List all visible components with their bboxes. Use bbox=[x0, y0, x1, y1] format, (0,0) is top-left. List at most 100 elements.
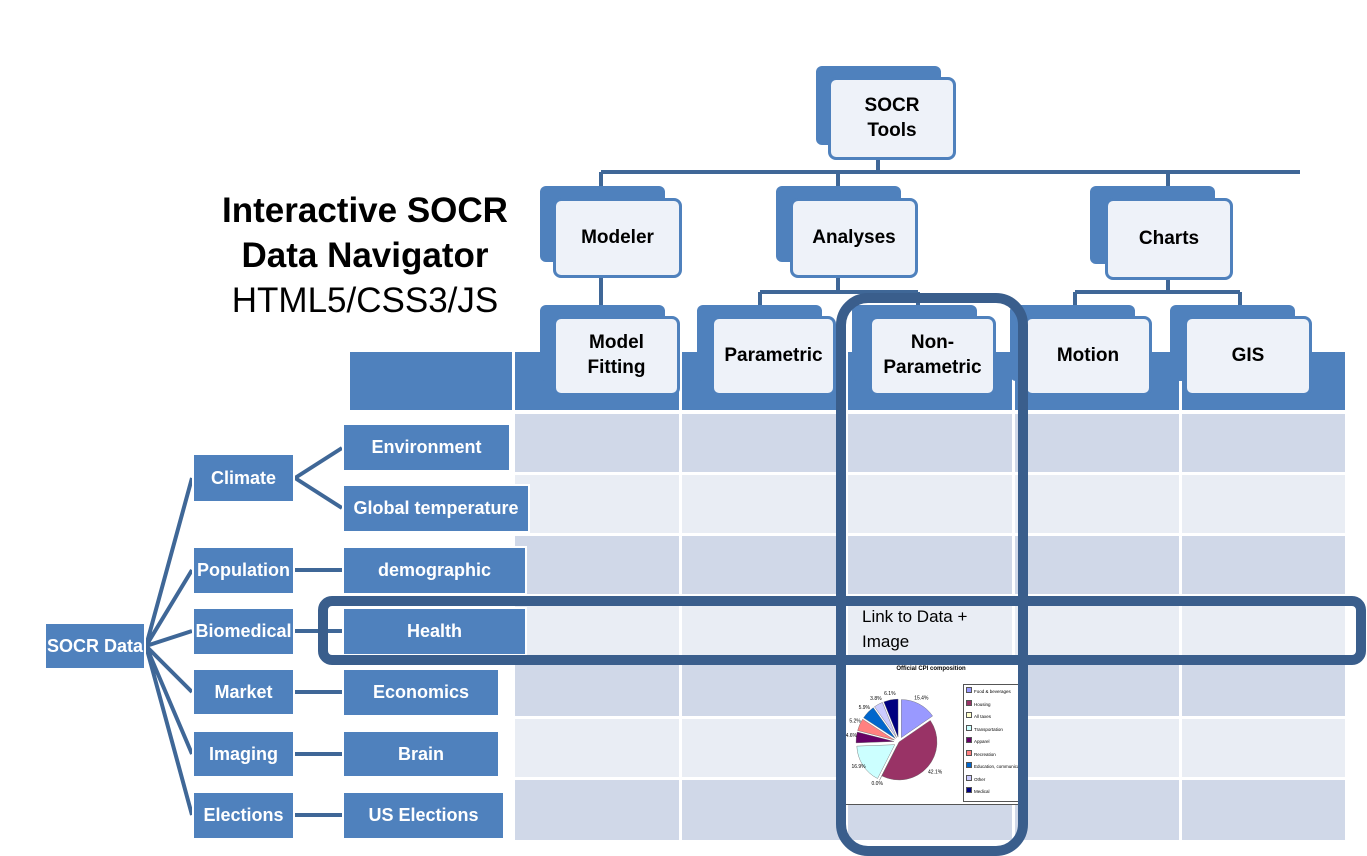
box-biomedical[interactable]: Biomedical bbox=[192, 607, 295, 656]
legend-entry: Apparel bbox=[966, 737, 1018, 750]
grid-cell[interactable] bbox=[1182, 719, 1345, 777]
grid-cell[interactable] bbox=[682, 536, 845, 594]
pie-slice bbox=[881, 720, 938, 781]
legend-label: Recreation bbox=[974, 751, 996, 757]
grid-cell[interactable] bbox=[848, 414, 1012, 472]
cpi-chart-thumbnail[interactable]: Official CPI composition 15.4%42.1%0.0%1… bbox=[836, 661, 1026, 805]
grid-cell[interactable] bbox=[515, 475, 679, 533]
pie-data-label: 16.9% bbox=[851, 764, 866, 770]
legend-swatch bbox=[966, 762, 972, 768]
grid-cell[interactable] bbox=[1015, 475, 1179, 533]
box-environment[interactable]: Environment bbox=[342, 423, 511, 472]
legend-swatch bbox=[966, 712, 972, 718]
legend-label: Housing bbox=[974, 701, 991, 707]
legend-entry: Education, communication bbox=[966, 762, 1018, 775]
grid-cell[interactable] bbox=[515, 780, 679, 840]
pie-slice bbox=[855, 731, 895, 744]
legend-entry: Other bbox=[966, 774, 1018, 788]
pie-data-label: 0.0% bbox=[872, 781, 884, 787]
grid-cell[interactable] bbox=[682, 475, 845, 533]
node-label: Motion bbox=[1024, 316, 1152, 396]
row-highlight bbox=[318, 596, 1366, 665]
grid-cell[interactable] bbox=[682, 719, 845, 777]
box-climate[interactable]: Climate bbox=[192, 453, 295, 503]
pie-data-label: 6.1% bbox=[884, 691, 896, 697]
node-label: Analyses bbox=[790, 198, 918, 278]
node-label: Parametric bbox=[711, 316, 836, 396]
grid-cell[interactable] bbox=[1015, 658, 1179, 716]
grid-cell[interactable] bbox=[515, 658, 679, 716]
grid-cell[interactable] bbox=[682, 658, 845, 716]
legend-entry: Transportation bbox=[966, 724, 1018, 738]
grid-cell[interactable] bbox=[1015, 597, 1179, 655]
grid-cell[interactable] bbox=[682, 414, 845, 472]
grid-cell[interactable] bbox=[1015, 780, 1179, 840]
box-market[interactable]: Market bbox=[192, 668, 295, 716]
grid-cell[interactable] bbox=[682, 780, 845, 840]
grid-cell[interactable] bbox=[848, 536, 1012, 594]
legend-entry: Housing bbox=[966, 699, 1018, 713]
box-socr-data[interactable]: SOCR Data bbox=[44, 622, 146, 670]
title-line-2: Data Navigator bbox=[241, 236, 489, 275]
grid-cell[interactable] bbox=[515, 719, 679, 777]
legend-label: Food & beverages bbox=[974, 689, 1011, 694]
legend-swatch bbox=[966, 699, 972, 706]
grid-cell[interactable] bbox=[1182, 475, 1345, 533]
legend-swatch bbox=[966, 749, 972, 756]
box-health[interactable]: Health bbox=[342, 607, 527, 656]
pie-slice bbox=[901, 699, 933, 738]
header-cell bbox=[350, 352, 512, 410]
pie-data-label: 42.1% bbox=[928, 770, 943, 776]
grid-cell[interactable] bbox=[515, 536, 679, 594]
box-population[interactable]: Population bbox=[192, 546, 295, 595]
pie-chart: 15.4% 42.1% 0.0% 16.9% 4.6% 5.2% 5.9% 3.8%6.1% bbox=[846, 691, 943, 787]
grid-cell[interactable] bbox=[1182, 414, 1345, 472]
legend-label: Medical bbox=[974, 789, 990, 794]
grid-cell[interactable] bbox=[1182, 780, 1345, 840]
node-label: SOCR Tools bbox=[828, 77, 956, 160]
grid-cell[interactable] bbox=[1015, 719, 1179, 777]
grid-cell[interactable] bbox=[1182, 536, 1345, 594]
grid-cell[interactable] bbox=[515, 414, 679, 472]
pie-data-label: 3.8% bbox=[870, 696, 882, 702]
title-line-3: HTML5/CSS3/JS bbox=[231, 281, 499, 320]
pie-slice bbox=[856, 744, 896, 779]
node-label: Model Fitting bbox=[553, 316, 680, 396]
box-economics[interactable]: Economics bbox=[342, 668, 500, 717]
pie-data-label: 15.4% bbox=[914, 696, 929, 702]
box-us-elections[interactable]: US Elections bbox=[342, 791, 505, 840]
box-brain[interactable]: Brain bbox=[342, 730, 500, 778]
legend-label: Other bbox=[974, 776, 986, 782]
box-global-temperature[interactable]: Global temperature bbox=[342, 484, 530, 533]
legend-swatch bbox=[966, 787, 972, 793]
pie-slice bbox=[857, 718, 895, 741]
legend-label: All taxes bbox=[974, 714, 992, 719]
grid-cell[interactable] bbox=[1015, 536, 1179, 594]
node-label: Charts bbox=[1105, 198, 1233, 280]
title-line-1: Interactive SOCR bbox=[222, 191, 508, 230]
legend-entry: Recreation bbox=[966, 749, 1018, 763]
grid-cell[interactable] bbox=[1182, 658, 1345, 716]
pie-data-label: 4.6% bbox=[846, 733, 858, 739]
grid-cell[interactable] bbox=[682, 597, 845, 655]
pie-data-label: 5.9% bbox=[859, 705, 871, 711]
box-imaging[interactable]: Imaging bbox=[192, 730, 295, 778]
legend-entry: All taxes bbox=[966, 712, 1018, 725]
legend-label: Apparel bbox=[974, 739, 990, 744]
legend-swatch bbox=[966, 774, 972, 781]
pie-slice bbox=[874, 702, 897, 738]
pie-slice bbox=[879, 746, 897, 781]
grid-cell[interactable] bbox=[1182, 597, 1345, 655]
grid-cell[interactable] bbox=[848, 475, 1012, 533]
pie-data-label: 5.2% bbox=[849, 719, 861, 725]
box-elections[interactable]: Elections bbox=[192, 791, 295, 840]
grid-cell[interactable] bbox=[1015, 414, 1179, 472]
grid-cell[interactable] bbox=[515, 597, 679, 655]
legend-entry: Food & beverages bbox=[966, 687, 1018, 700]
legend-swatch bbox=[966, 737, 972, 743]
link-annotation[interactable]: Link to Data + Image bbox=[862, 607, 968, 651]
box-demographic[interactable]: demographic bbox=[342, 546, 527, 595]
node-label: GIS bbox=[1184, 316, 1312, 396]
grid-cell[interactable] bbox=[848, 597, 1012, 655]
